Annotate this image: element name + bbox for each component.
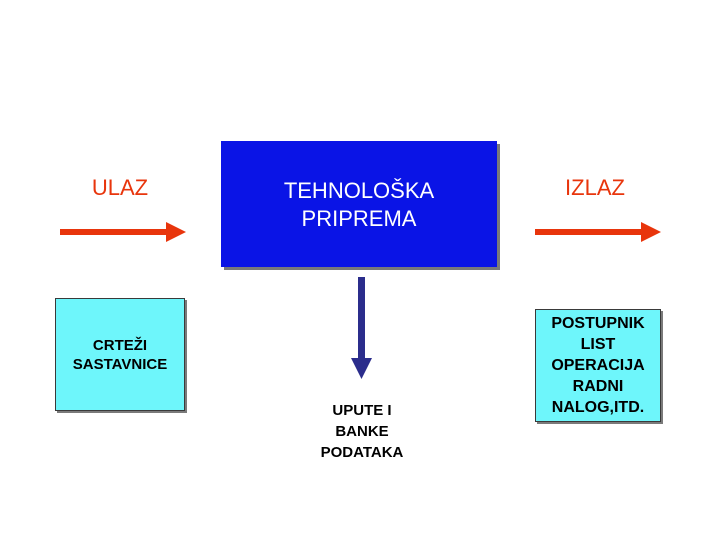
input-arrow-head xyxy=(166,222,186,242)
output-label: IZLAZ xyxy=(565,175,625,200)
input-label: ULAZ xyxy=(91,175,149,200)
center-process-title: TEHNOLOŠKA PRIPREMA xyxy=(283,178,435,231)
input-box: CRTEŽI SASTAVNICE xyxy=(55,298,185,411)
down-arrow-shaft xyxy=(358,277,365,361)
output-arrow xyxy=(535,222,661,242)
output-arrow-shaft xyxy=(535,229,644,235)
input-arrow-shaft xyxy=(60,229,169,235)
output-arrow-head xyxy=(641,222,661,242)
down-arrow xyxy=(351,277,372,379)
bottom-resource-label: UPUTE I BANKE PODATAKA xyxy=(320,402,404,461)
down-arrow-head xyxy=(351,358,372,379)
input-arrow xyxy=(60,222,186,242)
center-process-box: TEHNOLOŠKA PRIPREMA xyxy=(221,141,497,267)
output-box: POSTUPNIK LIST OPERACIJA RADNI NALOG,ITD… xyxy=(535,309,661,422)
